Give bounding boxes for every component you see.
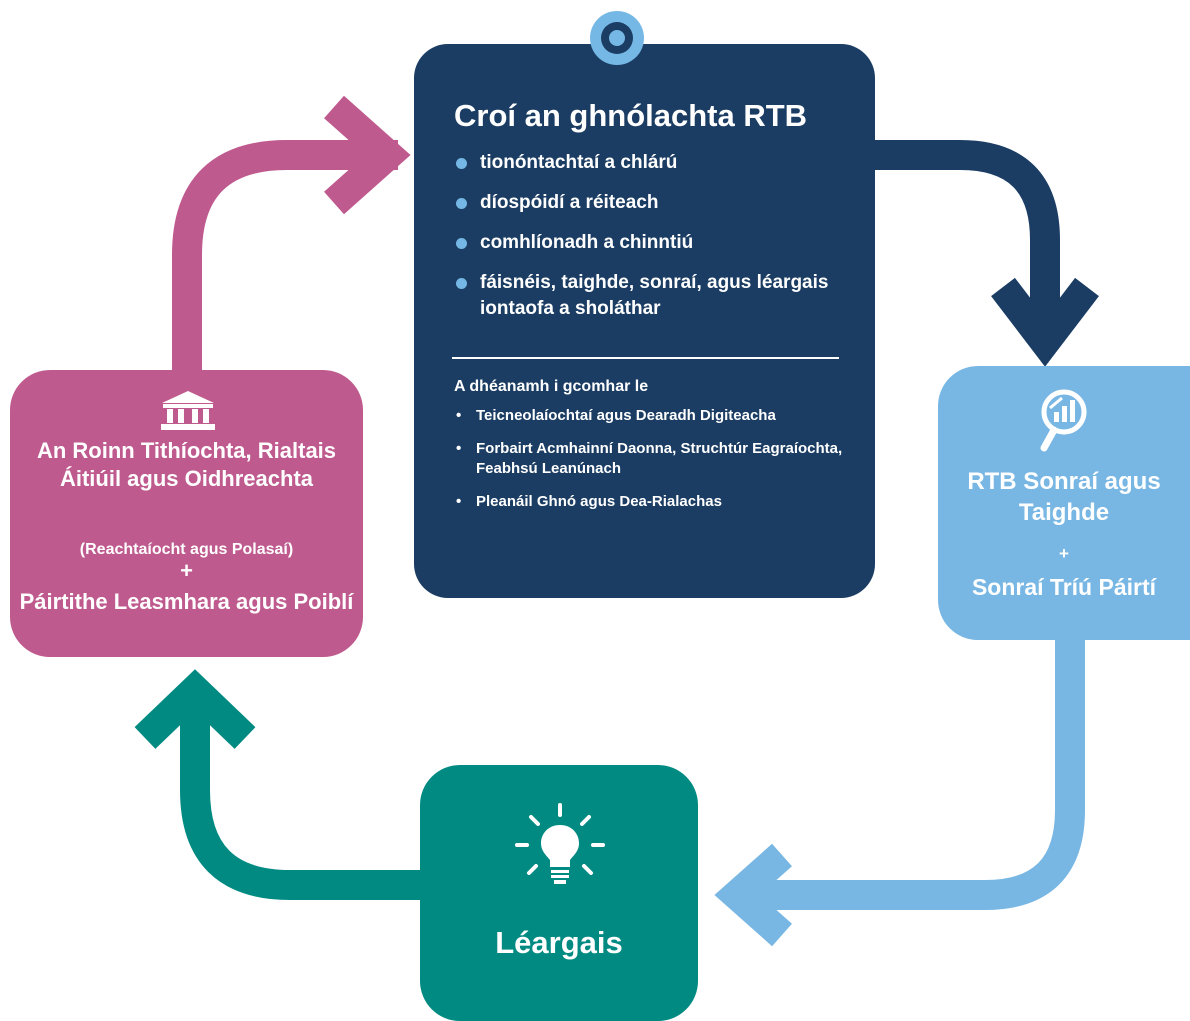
plus-sign: + bbox=[1059, 544, 1069, 563]
collab-list: Teicneolaíochtaí agus Dearadh Digiteacha… bbox=[454, 406, 876, 525]
third-party-label: Sonraí Tríú Páirtí bbox=[971, 574, 1157, 600]
arrow-dept-to-core-head bbox=[324, 95, 411, 215]
data-research-box: RTB Sonraí agus Taighde + Sonraí Tríú Pá… bbox=[938, 366, 1190, 640]
plus-sign: + bbox=[180, 558, 193, 583]
arrow-data-to-insight-head bbox=[714, 843, 792, 947]
stakeholders-label: Páirtithe Leasmhara agus Poiblí bbox=[19, 589, 354, 614]
core-business-box: Croí an ghnólachta RTB tionóntachtaí a c… bbox=[414, 44, 875, 598]
core-function-item: fáisnéis, taighde, sonraí, agus léargais… bbox=[454, 270, 860, 322]
core-divider bbox=[452, 357, 839, 359]
chart-magnifier-icon bbox=[1040, 389, 1087, 452]
arrow-insight-to-dept-head bbox=[134, 669, 256, 749]
arrow-data-to-insight bbox=[745, 638, 1085, 910]
collab-item: Pleanáil Ghnó agus Dea-Rialachas bbox=[454, 492, 876, 512]
data-research-name: RTB Sonraí agus Taighde bbox=[967, 468, 1161, 526]
target-icon bbox=[590, 11, 644, 65]
core-function-item: díospóidí a réiteach bbox=[454, 190, 860, 216]
insights-label: Léargais bbox=[495, 925, 623, 960]
core-function-item: comhlíonadh a chinntiú bbox=[454, 230, 860, 256]
department-subtitle: (Reachtaíocht agus Polasaí) bbox=[79, 541, 294, 558]
collab-item: Teicneolaíochtaí agus Dearadh Digiteacha bbox=[454, 406, 876, 426]
department-box: An Roinn Tithíochta, Rialtais Áitiúil ag… bbox=[10, 370, 363, 657]
arrow-insight-to-dept bbox=[180, 693, 422, 900]
arrow-core-to-data-head bbox=[991, 277, 1099, 367]
government-building-icon bbox=[161, 391, 215, 430]
core-function-item: tionóntachtaí a chlárú bbox=[454, 150, 860, 176]
collab-title: A dhéanamh i gcomhar le bbox=[454, 378, 649, 395]
core-functions-list: tionóntachtaí a chlárú díospóidí a réite… bbox=[454, 150, 860, 336]
insights-box: Léargais bbox=[420, 765, 698, 1021]
arrow-core-to-data bbox=[875, 140, 1060, 330]
lightbulb-icon bbox=[515, 803, 605, 884]
core-title: Croí an ghnólachta RTB bbox=[454, 98, 808, 133]
department-name: An Roinn Tithíochta, Rialtais Áitiúil ag… bbox=[36, 438, 337, 491]
collab-item: Forbairt Acmhainní Daonna, Struchtúr Eag… bbox=[454, 439, 876, 479]
arrow-dept-to-core bbox=[172, 140, 398, 372]
